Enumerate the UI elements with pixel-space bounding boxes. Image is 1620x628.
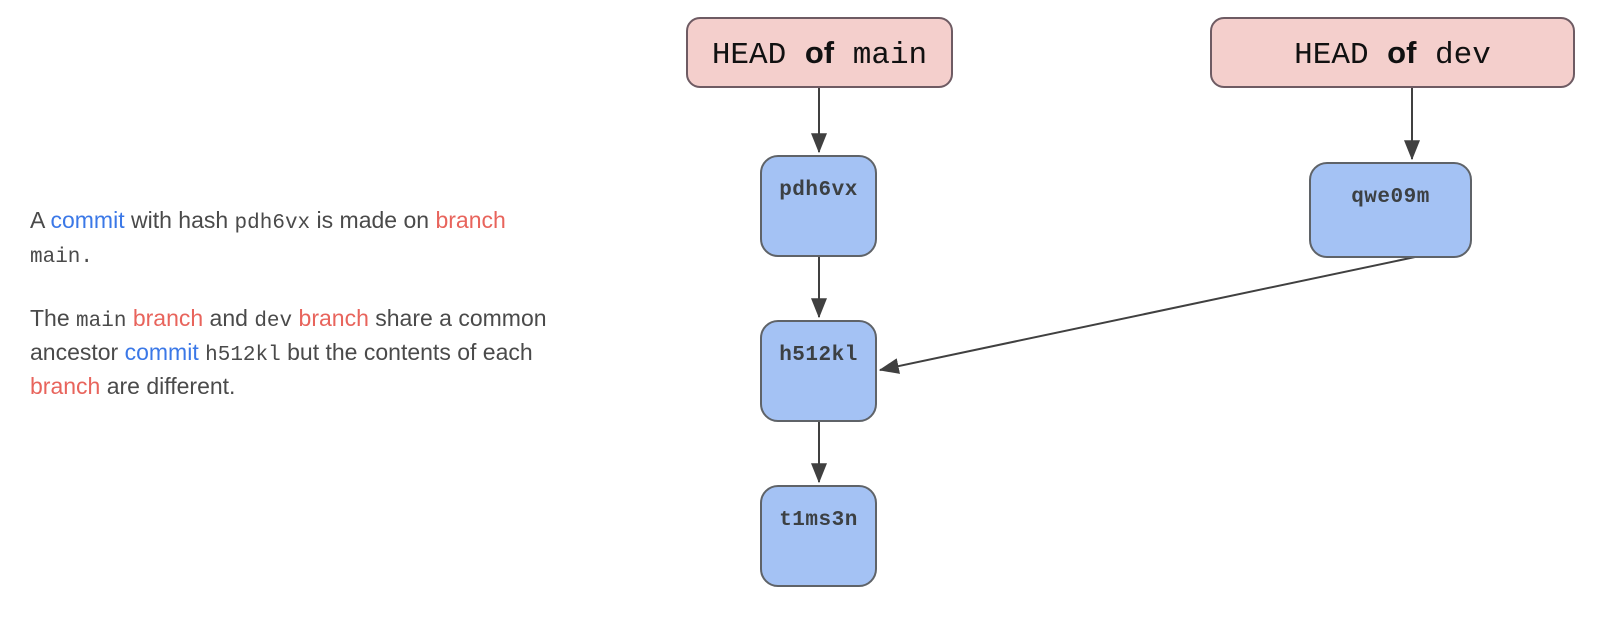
text-fragment: share a common ancestor [30, 305, 547, 365]
text-fragment: A [30, 207, 51, 233]
text-fragment: The [30, 305, 77, 331]
head-of-word: of [804, 35, 835, 70]
text-fragment: and [203, 305, 255, 331]
keyword-commit: commit [50, 207, 125, 233]
text-fragment: . [80, 246, 94, 269]
text-fragment: is made on [310, 207, 436, 233]
head-main-label: HEAD of main [688, 19, 951, 89]
node-commit-qwe09m[interactable]: qwe09m [1309, 162, 1472, 258]
head-keyword: HEAD [711, 38, 787, 73]
branch-name-main: main [76, 310, 127, 333]
explanation-text-block: A commit with hash pdh6vx is made on bra… [30, 205, 575, 402]
branch-name-dev: dev [254, 310, 293, 333]
node-head-of-dev[interactable]: HEAD of dev [1210, 17, 1575, 88]
commit-hash-h512kl: h512kl [205, 344, 281, 367]
keyword-branch: branch [132, 305, 204, 331]
commit-hash-label: pdh6vx [779, 179, 858, 202]
paragraph-commit-made: A commit with hash pdh6vx is made on bra… [30, 205, 575, 273]
keyword-branch: branch [298, 305, 369, 331]
head-dev-label: HEAD of dev [1212, 19, 1573, 89]
node-commit-t1ms3n[interactable]: t1ms3n [760, 485, 877, 587]
node-head-of-main[interactable]: HEAD of main [686, 17, 953, 88]
head-of-word: of [1387, 35, 1417, 70]
commit-hash-label: t1ms3n [779, 509, 858, 532]
text-fragment: are different. [100, 373, 236, 399]
head-branch-name: dev [1435, 38, 1491, 73]
keyword-commit: commit [124, 339, 199, 365]
commit-hash-label: qwe09m [1351, 186, 1430, 209]
text-fragment: with hash [124, 207, 235, 233]
keyword-branch: branch [435, 207, 506, 233]
branch-name-main: main [30, 246, 81, 269]
keyword-branch: branch [30, 373, 101, 399]
node-commit-pdh6vx[interactable]: pdh6vx [760, 155, 877, 257]
head-branch-name: main [852, 38, 928, 73]
commit-hash-label: h512kl [779, 344, 858, 367]
node-commit-h512kl[interactable]: h512kl [760, 320, 877, 422]
head-keyword: HEAD [1294, 38, 1369, 73]
commit-hash-pdh6vx: pdh6vx [234, 212, 311, 235]
text-fragment: but the contents of each [280, 339, 533, 365]
paragraph-common-ancestor: The main branch and dev branch share a c… [30, 303, 575, 402]
edge-qwe09m-to-h512kl [878, 256, 1416, 374]
